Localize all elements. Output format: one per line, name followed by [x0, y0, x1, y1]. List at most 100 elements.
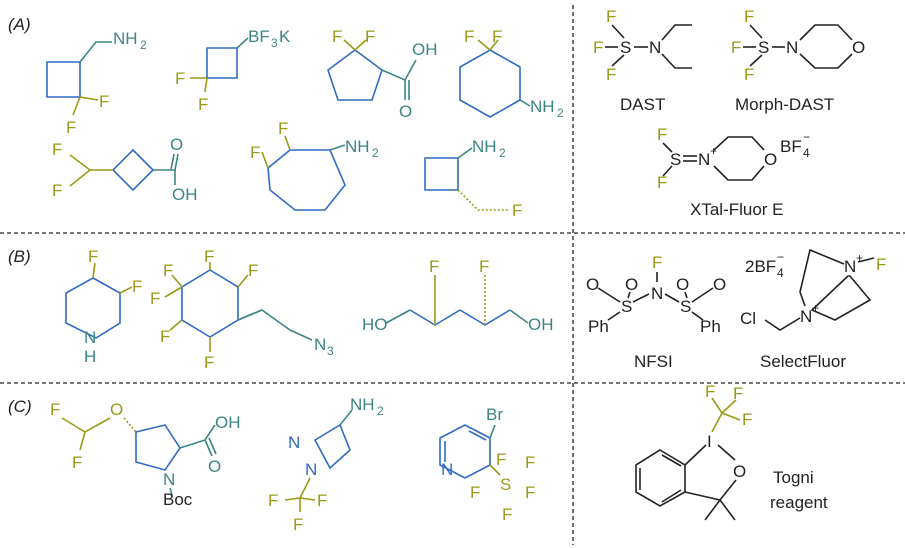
- atom-label: N: [651, 284, 663, 303]
- selectfluor-label: SelectFluor: [760, 352, 846, 371]
- molecule-b1-difluoropiperidine: FF NH: [65, 247, 142, 366]
- atom-label: F: [429, 257, 439, 276]
- atom-label: 2: [377, 404, 384, 418]
- atom-label: F: [502, 505, 512, 524]
- atom-label: BF: [780, 137, 802, 156]
- atom-label: F: [742, 410, 752, 429]
- atom-label: K: [279, 27, 291, 46]
- atom-label: N: [786, 38, 798, 57]
- atom-label: 2BF: [745, 257, 776, 276]
- atom-label: N: [800, 307, 812, 326]
- togni-label-line2: reagent: [770, 493, 828, 512]
- atom-label: N: [649, 38, 661, 57]
- atom-label: F: [88, 247, 98, 266]
- atom-label: 3: [271, 36, 278, 50]
- atom-label: F: [657, 125, 667, 144]
- atom-label: F: [293, 515, 303, 534]
- atom-label: HO: [362, 315, 388, 334]
- nfsi-label: NFSI: [634, 352, 673, 371]
- atom-label: F: [52, 140, 62, 159]
- atom-label: F: [50, 400, 60, 419]
- xtalfluor-label: XTal-Fluor E: [690, 200, 784, 219]
- atom-label: F: [593, 38, 603, 57]
- atom-label: F: [733, 384, 743, 403]
- atom-label: F: [365, 27, 375, 46]
- atom-label: NH: [530, 97, 555, 116]
- atom-label: O: [399, 102, 412, 121]
- atom-label: OH: [528, 315, 554, 334]
- atom-label: 4: [777, 266, 784, 280]
- atom-label: +: [710, 144, 717, 158]
- atom-label: NH: [350, 395, 375, 414]
- atom-label: F: [204, 353, 214, 372]
- atom-label: OH: [172, 185, 198, 204]
- atom-label: F: [198, 95, 208, 114]
- atom-label: N: [288, 433, 300, 452]
- atom-label: S: [758, 38, 769, 57]
- atom-label: Cl: [740, 309, 756, 328]
- atom-label: F: [512, 201, 522, 220]
- atom-label: F: [525, 453, 535, 472]
- atom-label: F: [525, 483, 535, 502]
- atom-label: F: [464, 27, 474, 46]
- atom-label: O: [733, 462, 746, 481]
- atom-label: F: [132, 277, 142, 296]
- atom-label: S: [620, 38, 631, 57]
- atom-label: NH: [113, 29, 138, 48]
- atom-label: +: [856, 251, 863, 265]
- atom-label: F: [744, 7, 754, 26]
- atom-label: F: [744, 65, 754, 84]
- atom-label: F: [652, 253, 662, 272]
- atom-label: N: [305, 460, 317, 479]
- atom-label: F: [175, 69, 185, 88]
- atom-label: F: [204, 247, 214, 266]
- atom-label: S: [680, 297, 691, 316]
- atom-label: S: [670, 150, 681, 169]
- atom-label: S: [500, 475, 511, 494]
- atom-label: F: [496, 450, 506, 469]
- atom-label: O: [852, 38, 865, 57]
- atom-label: 2: [499, 146, 506, 160]
- atom-label: F: [52, 181, 62, 200]
- section-label-c: (C): [8, 397, 32, 416]
- atom-label: N: [441, 460, 453, 479]
- atom-label: F: [731, 38, 741, 57]
- atom-label: F: [479, 257, 489, 276]
- atom-label: +: [812, 301, 819, 315]
- atom-label: F: [268, 491, 278, 510]
- atom-label: OH: [412, 40, 438, 59]
- atom-label: H: [84, 347, 96, 366]
- atom-label: F: [876, 255, 886, 274]
- atom-label: Ph: [700, 317, 721, 336]
- atom-label: 2: [372, 146, 379, 160]
- atom-label: O: [764, 150, 777, 169]
- morph-dast-label: Morph-DAST: [735, 95, 834, 114]
- atom-label: −: [803, 130, 810, 144]
- atom-label: F: [248, 261, 258, 280]
- atom-label: O: [208, 457, 221, 476]
- reagent-morph-dast[interactable]: F F F S N O Morph-DAST: [731, 7, 865, 114]
- atom-label: O: [586, 275, 599, 294]
- atom-label: 3: [327, 344, 334, 358]
- atom-label: S: [621, 297, 632, 316]
- molecule-c1-boc-difluoromethoxy-proline: FF O N Boc OHO: [50, 400, 241, 509]
- dast-label: DAST: [620, 95, 665, 114]
- atom-label: O: [713, 275, 726, 294]
- atom-label: O: [676, 275, 689, 294]
- atom-label: F: [606, 65, 616, 84]
- atom-label: 2: [557, 106, 564, 120]
- atom-label: I: [707, 432, 712, 451]
- reagent-dast[interactable]: F F F S N DAST: [593, 7, 692, 114]
- atom-label: Br: [486, 405, 503, 424]
- atom-label: N: [844, 257, 856, 276]
